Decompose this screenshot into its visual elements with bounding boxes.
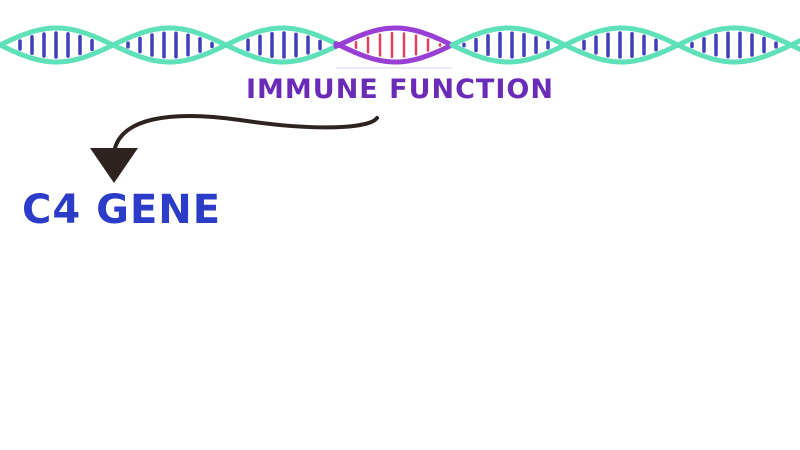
dna-strand-normal xyxy=(0,25,339,65)
dna-strand-highlight xyxy=(333,25,455,49)
dna-strand-highlight xyxy=(333,41,455,65)
dna-rungs xyxy=(18,31,778,69)
dna-strand-normal xyxy=(449,25,800,65)
dna-strand-normal xyxy=(449,25,800,65)
dna-helix xyxy=(0,25,800,69)
dna-strand-normal xyxy=(0,25,339,65)
arrow-head xyxy=(90,148,138,183)
dna-strands xyxy=(0,25,800,65)
immune-function-label: IMMUNE FUNCTION xyxy=(246,74,554,105)
arrow-shaft xyxy=(112,114,379,154)
c4-gene-label: C4 GENE xyxy=(22,187,222,233)
